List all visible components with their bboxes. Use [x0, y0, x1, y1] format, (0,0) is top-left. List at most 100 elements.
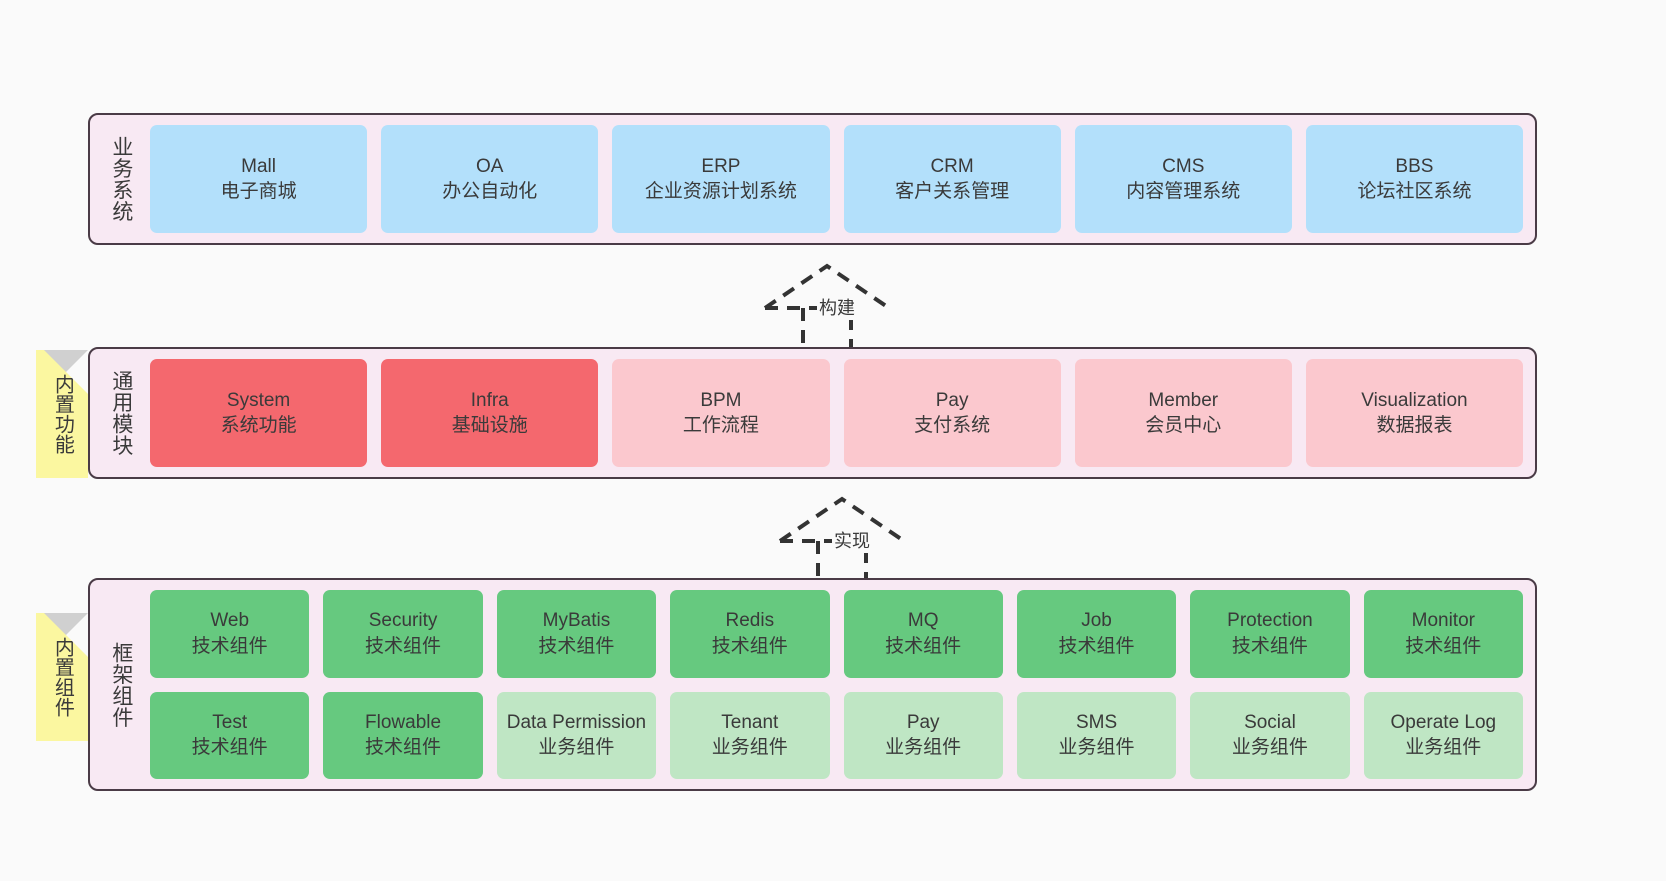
- card-pay-module[interactable]: Pay 支付系统: [843, 359, 1061, 467]
- card-erp[interactable]: ERP 企业资源计划系统: [612, 125, 830, 233]
- card-subtitle: 业务组件: [538, 737, 615, 759]
- card-subtitle: 业务组件: [1231, 737, 1308, 759]
- card-subtitle: 支付系统: [914, 415, 991, 436]
- card-subtitle: 电子商城: [220, 181, 297, 202]
- card-title: CRM: [930, 155, 974, 177]
- card-subtitle: 数据报表: [1376, 415, 1453, 436]
- card-title: Member: [1148, 389, 1219, 411]
- card-security[interactable]: Security 技术组件: [323, 590, 483, 678]
- layer-business-title: 业务系统: [109, 136, 133, 222]
- layer-common-modules: 通用模块 System 系统功能 Infra 基础设施 BPM 工作流程 Pay…: [88, 347, 1537, 479]
- card-title: Operate Log: [1390, 711, 1497, 733]
- card-mybatis[interactable]: MyBatis 技术组件: [496, 590, 657, 678]
- card-flowable[interactable]: Flowable 技术组件: [323, 691, 483, 779]
- relation-build-label: 构建: [817, 294, 857, 320]
- layer-modules-title: 通用模块: [109, 370, 133, 456]
- card-subtitle: 技术组件: [365, 737, 442, 759]
- card-subtitle: 系统功能: [220, 415, 297, 436]
- card-title: Data Permission: [506, 711, 647, 733]
- card-title: Pay: [935, 389, 969, 411]
- card-title: ERP: [701, 155, 741, 177]
- card-row: Test 技术组件 Flowable 技术组件 Data Permission …: [150, 691, 1523, 779]
- card-subtitle: 技术组件: [538, 635, 615, 657]
- card-title: BPM: [700, 389, 742, 411]
- sticky-note-label: 内置组件: [51, 637, 74, 717]
- relation-implement-label: 实现: [832, 527, 872, 553]
- card-infra[interactable]: Infra 基础设施: [381, 359, 599, 467]
- card-subtitle: 工作流程: [682, 415, 759, 436]
- layer-framework-title: 框架组件: [109, 641, 133, 728]
- layer-framework-cards: Web 技术组件 Security 技术组件 MyBatis 技术组件 Redi…: [150, 590, 1523, 779]
- card-subtitle: 论坛社区系统: [1357, 181, 1472, 202]
- card-subtitle: 技术组件: [1231, 635, 1308, 657]
- card-title: MQ: [907, 610, 939, 632]
- card-subtitle: 技术组件: [191, 635, 268, 657]
- sticky-note-builtin-components: 内置组件: [36, 613, 88, 741]
- card-subtitle: 技术组件: [365, 635, 442, 657]
- card-title: Security: [368, 610, 438, 632]
- card-title: Visualization: [1361, 389, 1468, 411]
- layer-modules-cards: System 系统功能 Infra 基础设施 BPM 工作流程 Pay 支付系统…: [150, 359, 1524, 467]
- card-subtitle: 技术组件: [191, 737, 268, 759]
- card-title: System: [226, 389, 291, 411]
- card-subtitle: 会员中心: [1145, 415, 1222, 436]
- card-title: Web: [210, 610, 250, 632]
- card-subtitle: 企业资源计划系统: [644, 181, 797, 202]
- sticky-note-label: 内置功能: [51, 374, 74, 454]
- card-subtitle: 客户关系管理: [895, 181, 1010, 202]
- card-title: Pay: [906, 711, 940, 733]
- card-data-permission[interactable]: Data Permission 业务组件: [496, 691, 657, 779]
- card-subtitle: 技术组件: [885, 635, 962, 657]
- card-subtitle: 内容管理系统: [1126, 181, 1241, 202]
- card-bbs[interactable]: BBS 论坛社区系统: [1305, 125, 1524, 233]
- card-operate-log[interactable]: Operate Log 业务组件: [1363, 691, 1523, 779]
- card-title: Infra: [470, 389, 509, 411]
- card-oa[interactable]: OA 办公自动化: [381, 125, 599, 233]
- card-bpm[interactable]: BPM 工作流程: [612, 359, 830, 467]
- card-subtitle: 业务组件: [711, 737, 788, 759]
- card-social[interactable]: Social 业务组件: [1190, 691, 1350, 779]
- relation-build: 构建: [755, 258, 935, 354]
- card-crm[interactable]: CRM 客户关系管理: [843, 125, 1061, 233]
- card-visualization[interactable]: Visualization 数据报表: [1305, 359, 1524, 467]
- card-title: MyBatis: [542, 610, 611, 632]
- relation-implement: 实现: [770, 491, 950, 587]
- card-subtitle: 业务组件: [1058, 737, 1135, 759]
- card-member[interactable]: Member 会员中心: [1074, 359, 1292, 467]
- card-redis[interactable]: Redis 技术组件: [670, 590, 830, 678]
- card-row: Mall 电子商城 OA 办公自动化 ERP 企业资源计划系统 CRM 客户关系…: [150, 125, 1524, 233]
- card-monitor[interactable]: Monitor 技术组件: [1363, 590, 1523, 678]
- card-title: Test: [212, 711, 248, 733]
- card-mq[interactable]: MQ 技术组件: [843, 590, 1003, 678]
- card-row: System 系统功能 Infra 基础设施 BPM 工作流程 Pay 支付系统…: [150, 359, 1524, 467]
- card-title: SMS: [1075, 711, 1118, 733]
- sticky-note-builtin-features: 内置功能: [36, 350, 88, 478]
- card-tenant[interactable]: Tenant 业务组件: [670, 691, 830, 779]
- card-subtitle: 技术组件: [1405, 635, 1482, 657]
- layer-business-systems: 业务系统 Mall 电子商城 OA 办公自动化 ERP 企业资源计划系统 CRM…: [88, 113, 1537, 245]
- card-system[interactable]: System 系统功能: [150, 359, 368, 467]
- card-test[interactable]: Test 技术组件: [150, 691, 310, 779]
- card-title: Monitor: [1411, 610, 1475, 632]
- card-title: CMS: [1162, 155, 1205, 177]
- card-cms[interactable]: CMS 内容管理系统: [1074, 125, 1292, 233]
- card-title: Tenant: [721, 711, 779, 733]
- card-title: OA: [476, 155, 504, 177]
- card-web[interactable]: Web 技术组件: [150, 590, 310, 678]
- card-pay-component[interactable]: Pay 业务组件: [843, 691, 1003, 779]
- card-subtitle: 技术组件: [711, 635, 788, 657]
- card-subtitle: 技术组件: [1058, 635, 1135, 657]
- card-sms[interactable]: SMS 业务组件: [1016, 691, 1177, 779]
- card-subtitle: 业务组件: [1405, 737, 1482, 759]
- card-subtitle: 办公自动化: [442, 181, 538, 202]
- card-job[interactable]: Job 技术组件: [1016, 590, 1177, 678]
- card-subtitle: 基础设施: [451, 415, 528, 436]
- card-title: Social: [1244, 711, 1296, 733]
- card-title: Protection: [1227, 610, 1313, 632]
- card-mall[interactable]: Mall 电子商城: [150, 125, 368, 233]
- card-protection[interactable]: Protection 技术组件: [1190, 590, 1350, 678]
- card-row: Web 技术组件 Security 技术组件 MyBatis 技术组件 Redi…: [150, 590, 1523, 678]
- layer-framework-components: 框架组件 Web 技术组件 Security 技术组件 MyBatis 技术组件…: [88, 578, 1537, 791]
- card-title: BBS: [1395, 155, 1434, 177]
